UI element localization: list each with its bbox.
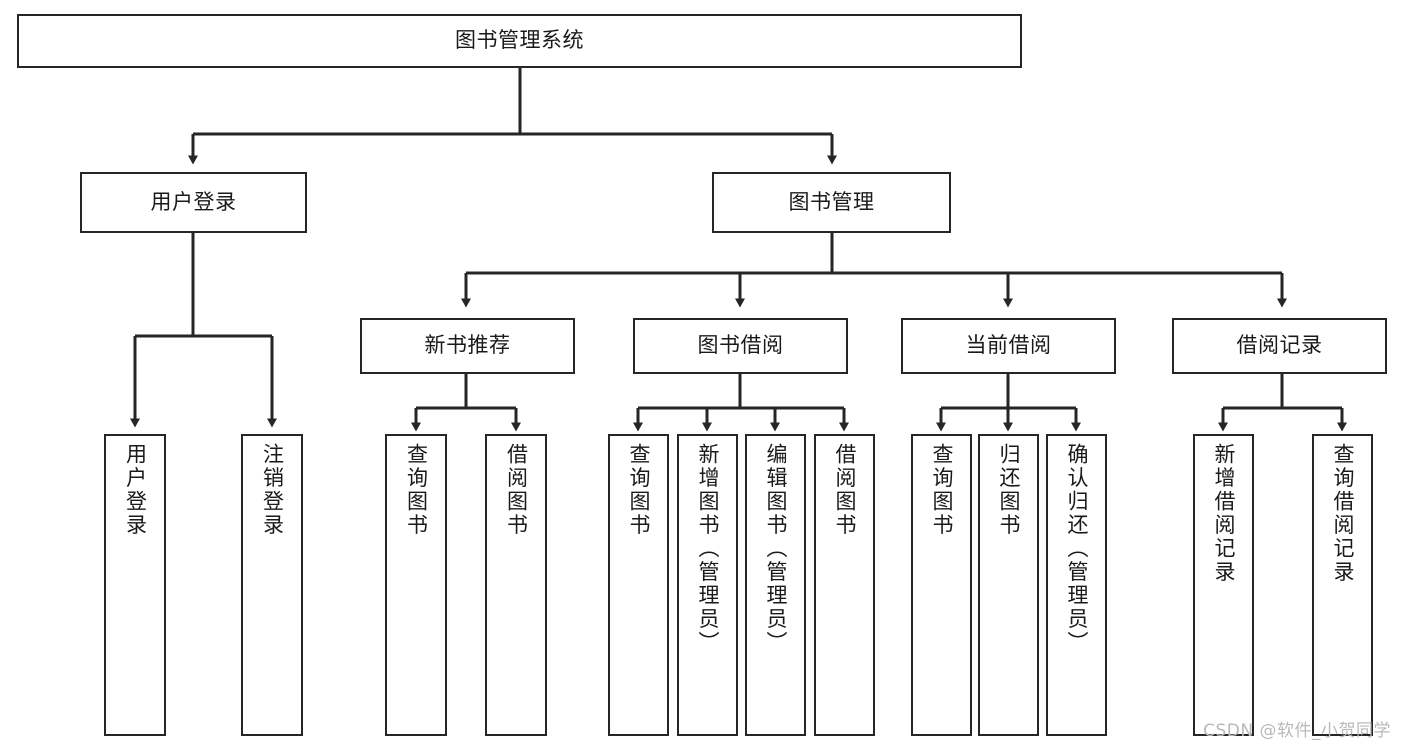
watermark-text: CSDN @软件_小贺同学 xyxy=(1203,721,1391,741)
node-current-borrow-label: 当前借阅 xyxy=(965,333,1052,358)
node-leaf-query-book-recommend-label: 查询图书 xyxy=(404,443,429,537)
node-leaf-return-book[interactable]: 归还图书 xyxy=(978,434,1039,736)
node-leaf-add-record[interactable]: 新增借阅记录 xyxy=(1193,434,1254,736)
node-leaf-user-logout-label: 注销登录 xyxy=(260,443,285,537)
edge-root-to-tier2 xyxy=(188,68,837,165)
node-leaf-query-book-borrow-label: 查询图书 xyxy=(627,443,651,537)
node-book-borrow[interactable]: 图书借阅 xyxy=(633,318,848,374)
node-leaf-borrow-book[interactable]: 借阅图书 xyxy=(814,434,875,736)
edge-currentborrow-to-leaves xyxy=(936,374,1081,432)
node-leaf-borrow-book-label: 借阅图书 xyxy=(833,443,857,537)
edge-bookmgmt-to-tier3 xyxy=(461,233,1287,308)
node-user-login[interactable]: 用户登录 xyxy=(80,172,307,233)
node-leaf-borrow-book-recommend-label: 借阅图书 xyxy=(504,443,529,537)
node-leaf-user-login[interactable]: 用户登录 xyxy=(104,434,166,736)
node-book-management[interactable]: 图书管理 xyxy=(712,172,951,233)
node-leaf-query-book-current[interactable]: 查询图书 xyxy=(911,434,972,736)
node-leaf-query-record[interactable]: 查询借阅记录 xyxy=(1312,434,1373,736)
node-leaf-edit-book-label: 编辑图书（管理员） xyxy=(764,443,788,655)
edge-newbook-to-leaves xyxy=(411,374,521,432)
node-leaf-query-book-current-label: 查询图书 xyxy=(930,443,954,537)
node-leaf-query-record-label: 查询借阅记录 xyxy=(1331,443,1355,584)
node-leaf-user-login-label: 用户登录 xyxy=(123,443,148,537)
node-root-system[interactable]: 图书管理系统 xyxy=(17,14,1022,68)
node-leaf-borrow-book-recommend[interactable]: 借阅图书 xyxy=(485,434,547,736)
node-book-borrow-label: 图书借阅 xyxy=(697,333,784,358)
node-leaf-edit-book[interactable]: 编辑图书（管理员） xyxy=(745,434,806,736)
edge-bookborrow-to-leaves xyxy=(633,374,849,432)
node-book-management-label: 图书管理 xyxy=(788,189,875,214)
edge-borrowrecord-to-leaves xyxy=(1218,374,1347,432)
node-root-system-label: 图书管理系统 xyxy=(455,28,584,53)
node-leaf-query-book-recommend[interactable]: 查询图书 xyxy=(385,434,447,736)
node-user-login-label: 用户登录 xyxy=(150,189,237,214)
node-leaf-return-book-label: 归还图书 xyxy=(997,443,1021,537)
node-leaf-confirm-return[interactable]: 确认归还（管理员） xyxy=(1046,434,1107,736)
edge-userlogin-to-leaves xyxy=(130,233,277,428)
node-leaf-add-book-label: 新增图书（管理员） xyxy=(696,443,720,655)
node-leaf-user-logout[interactable]: 注销登录 xyxy=(241,434,303,736)
node-leaf-query-book-borrow[interactable]: 查询图书 xyxy=(608,434,669,736)
node-leaf-confirm-return-label: 确认归还（管理员） xyxy=(1065,443,1089,655)
node-leaf-add-book[interactable]: 新增图书（管理员） xyxy=(677,434,738,736)
node-new-book-recommend-label: 新书推荐 xyxy=(424,333,511,358)
node-new-book-recommend[interactable]: 新书推荐 xyxy=(360,318,575,374)
node-leaf-add-record-label: 新增借阅记录 xyxy=(1212,443,1236,584)
node-current-borrow[interactable]: 当前借阅 xyxy=(901,318,1116,374)
node-borrow-record-label: 借阅记录 xyxy=(1236,333,1323,358)
node-borrow-record[interactable]: 借阅记录 xyxy=(1172,318,1387,374)
